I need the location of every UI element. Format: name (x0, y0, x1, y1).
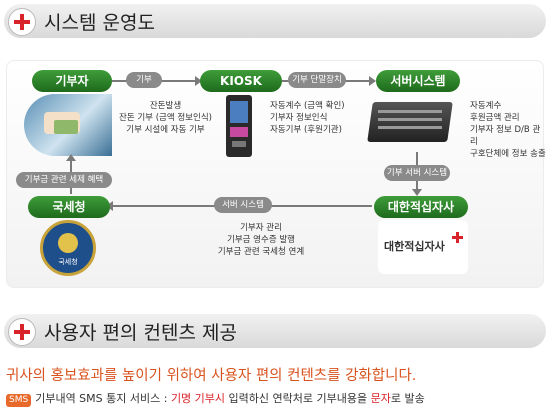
edge-label-donation: 기부 (126, 72, 162, 88)
server-desc: 자동계수 후원금액 관리 기부자 정보 D/B 관리 구호단체에 정보 송출 (470, 101, 546, 159)
node-server: 서버시스템 (376, 70, 460, 92)
edge-label-tax-benefit: 기부금 관련 세제 혜택 (16, 172, 112, 188)
donor-photo (24, 94, 112, 156)
section-header-system: 시스템 운영도 (4, 4, 546, 38)
kiosk-device-image (226, 95, 252, 157)
nts-seal-logo: 국세청 (40, 220, 96, 276)
node-nts: 국세청 (28, 196, 110, 218)
center-desc: 기부자 관리 기부금 영수증 발행 기부금 관련 국세청 연계 (217, 223, 305, 257)
red-cross-icon (8, 8, 36, 36)
kiosk-desc: 자동계수 (금액 확인) 기부자 정보인식 자동기부 (후원기관) (270, 101, 345, 135)
section-title: 시스템 운영도 (44, 12, 155, 34)
sms-badge: SMS (6, 394, 32, 407)
donor-desc: 잔돈발생 잔돈 기부 (금액 정보인식) 기부 시설에 자동 기부 (119, 101, 212, 135)
node-kiosk: KIOSK (200, 70, 282, 92)
server-rack-image (367, 96, 458, 148)
node-redcross: 대한적십자사 (374, 196, 468, 218)
section-title: 사용자 편의 컨텐츠 제공 (44, 322, 237, 344)
section-header-content: 사용자 편의 컨텐츠 제공 (4, 314, 546, 348)
redcross-logo: 대한적십자사 (378, 220, 468, 274)
edge-label-server-system-2: 서버 시스템 (214, 197, 272, 213)
intro-text: 귀사의 홍보효과를 높이기 위하여 사용자 편의 컨텐츠를 강화합니다. (6, 368, 417, 384)
edge-label-server-system: 기부 서버 시스템 (384, 165, 450, 181)
red-cross-icon (8, 318, 36, 346)
edge-label-terminal: 기부 단말장치 (288, 72, 346, 88)
node-donor: 기부자 (32, 70, 112, 92)
